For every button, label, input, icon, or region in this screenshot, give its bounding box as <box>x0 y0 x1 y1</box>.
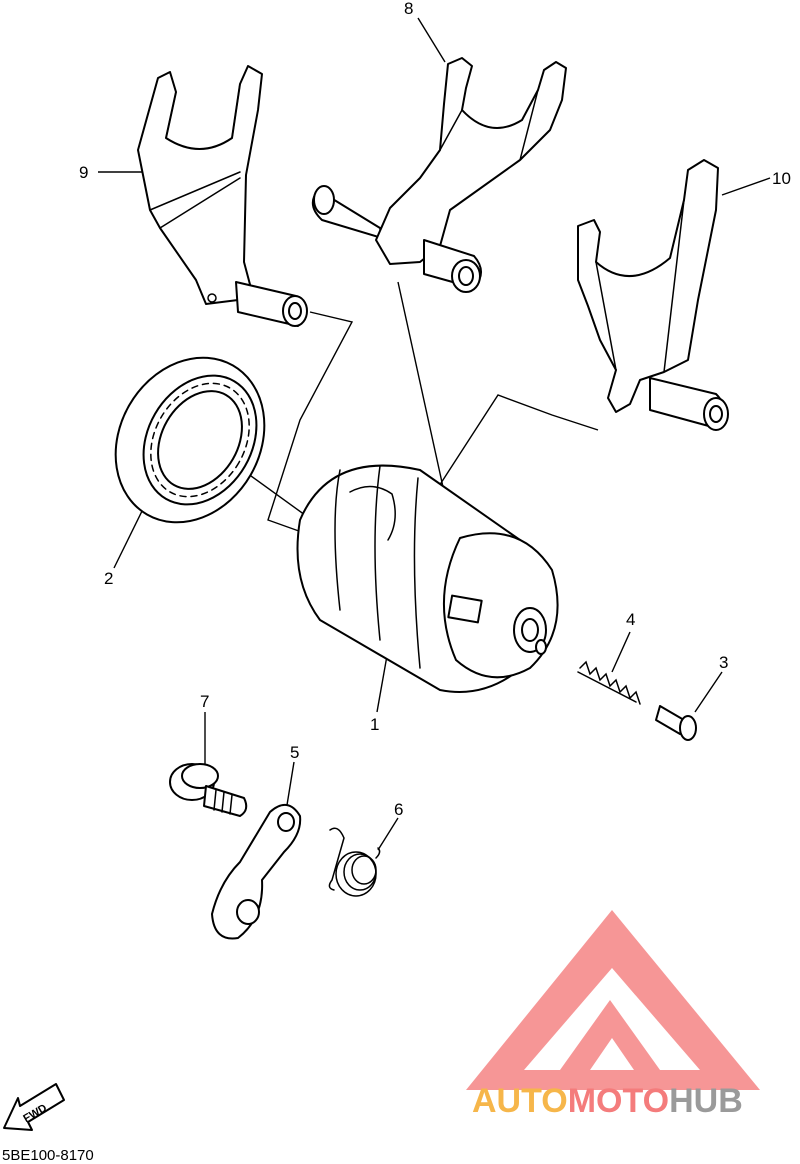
label-5: 5 <box>290 743 299 762</box>
shift-drum-1 <box>296 464 559 693</box>
label-6: 6 <box>394 800 403 819</box>
bearing-2 <box>114 356 266 524</box>
label-8: 8 <box>404 0 413 18</box>
watermark-logo <box>466 910 760 1090</box>
spring-4 <box>535 639 641 705</box>
label-3: 3 <box>719 653 728 672</box>
fwd-arrow-icon: FWD <box>3 1083 65 1131</box>
label-10: 10 <box>772 169 791 188</box>
label-9: 9 <box>79 163 88 182</box>
label-7: 7 <box>200 692 209 711</box>
label-1: 1 <box>370 715 379 734</box>
shift-fork-8 <box>311 57 567 293</box>
watermark-auto: AUTO <box>472 1082 568 1120</box>
drawing-code: 5BE100-8170 <box>2 1147 94 1164</box>
part-labels: 1 2 3 4 5 6 7 8 9 10 <box>79 0 791 819</box>
label-2: 2 <box>104 569 113 588</box>
shift-fork-9 <box>137 65 308 327</box>
label-4: 4 <box>626 610 635 629</box>
torsion-spring-6 <box>328 827 381 897</box>
pin-3 <box>655 705 697 741</box>
shift-fork-10 <box>577 159 729 431</box>
watermark-moto: MOTO <box>568 1082 669 1120</box>
watermark-text: AUTOMOTOHUB <box>472 1082 743 1120</box>
stopper-lever-5 <box>211 804 302 940</box>
watermark-hub: HUB <box>669 1082 743 1120</box>
bolt-7 <box>169 763 248 817</box>
